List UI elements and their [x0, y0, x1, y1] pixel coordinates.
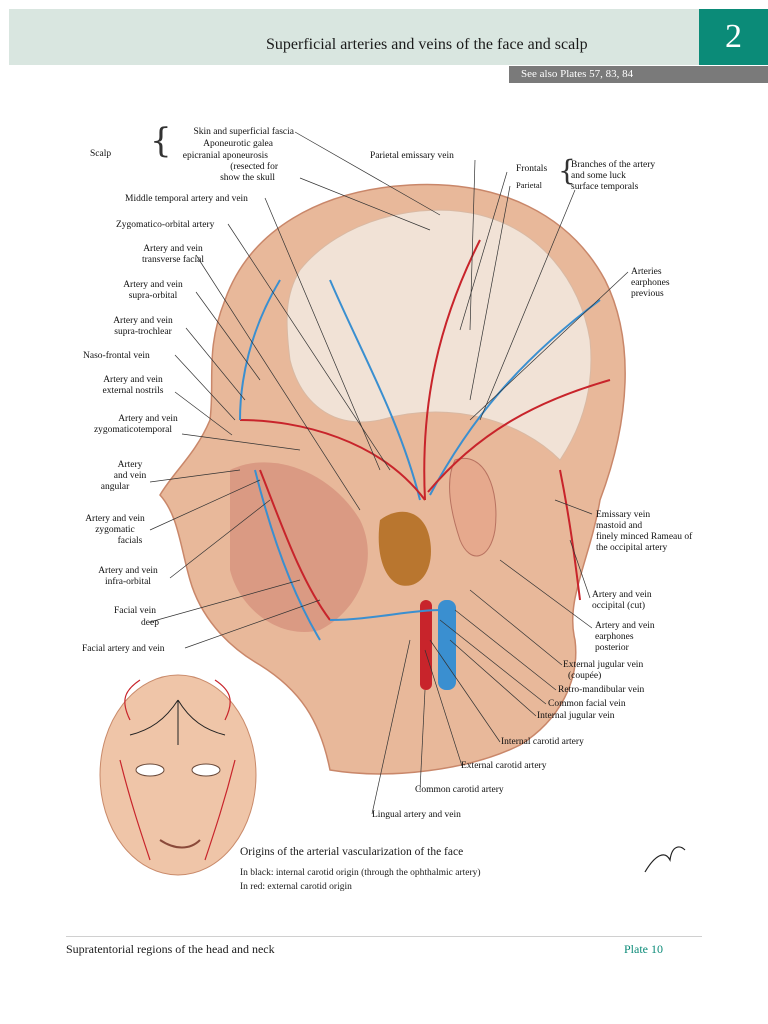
- label-deepfacial-1: Facial vein: [114, 606, 156, 616]
- label-transverse-1: Artery and vein: [143, 244, 203, 254]
- label-zygtemp-2: zygomaticotemporal: [93, 425, 173, 435]
- label-arteries-3: previous: [631, 289, 664, 299]
- parotid-gland: [378, 511, 431, 586]
- label-nostrils-1: Artery and vein: [103, 375, 163, 385]
- label-internal-carotid: Internal carotid artery: [501, 737, 584, 747]
- label-external-carotid: External carotid artery: [461, 761, 547, 771]
- caption-line-red: In red: external carotid origin: [240, 882, 352, 892]
- label-occipital-2: occipital (cut): [592, 601, 646, 611]
- label-angular-2: and vein: [113, 471, 147, 481]
- label-infraorb-2: infra-orbital: [105, 577, 151, 587]
- label-extjug-1: External jugular vein: [563, 660, 644, 670]
- label-parietal: Parietal: [516, 180, 542, 190]
- label-common-carotid: Common carotid artery: [415, 785, 504, 795]
- label-epicranial: epicranial aponeurosis: [182, 151, 268, 161]
- label-arteries-1: Arteries: [631, 267, 662, 277]
- label-galea: Aponeurotic galea: [203, 139, 273, 149]
- label-facial-artery-vein: Facial artery and vein: [82, 644, 165, 654]
- label-zygfac-1: Artery and vein: [85, 514, 145, 524]
- label-extjug-2: (coupée): [568, 671, 602, 681]
- label-occipital-1: Artery and vein: [592, 590, 652, 600]
- label-scalp: Scalp: [90, 149, 112, 159]
- footer-divider: [66, 936, 702, 937]
- label-emissary-3: finely minced Rameau of: [596, 532, 693, 542]
- caption-title: Origins of the arterial vascularization …: [240, 846, 464, 858]
- label-zygomatico-orbital: Zygomatico-orbital artery: [116, 220, 215, 230]
- label-zygfac-2: zygomatic: [95, 525, 135, 535]
- label-nostrils-2: external nostrils: [102, 386, 164, 396]
- label-supratrochlear-2: supra-trochlear: [114, 327, 172, 337]
- artist-signature: [644, 846, 686, 873]
- label-parietal-emissary: Parietal emissary vein: [370, 151, 454, 161]
- label-angular-1: Artery: [117, 460, 143, 470]
- label-branches-3: surface temporals: [571, 182, 639, 192]
- label-zygfac-3: facials: [117, 536, 143, 546]
- header-bar: [9, 9, 699, 65]
- label-middle-temporal: Middle temporal artery and vein: [125, 194, 248, 204]
- caption-line-black: In black: internal carotid origin (throu…: [240, 868, 481, 878]
- label-posterior-1: Artery and vein: [595, 621, 655, 631]
- internal-jugular: [438, 600, 456, 690]
- label-supraorbital-1: Artery and vein: [123, 280, 183, 290]
- label-posterior-3: posterior: [595, 643, 629, 653]
- label-arteries-2: earphones: [631, 278, 670, 288]
- label-branches-2: and some luck: [571, 171, 626, 181]
- plate-number-badge: 2: [699, 9, 768, 65]
- page-title: Superficial arteries and veins of the fa…: [266, 36, 588, 53]
- skull-area: [286, 209, 592, 461]
- footer-section-title: Supratentorial regions of the head and n…: [66, 942, 275, 956]
- label-supraorbital-2: supra-orbital: [128, 291, 178, 301]
- footer-plate-number: Plate 10: [624, 942, 663, 956]
- ear: [449, 457, 497, 557]
- label-common-facial: Common facial vein: [548, 699, 626, 709]
- branches-brace: {: [558, 154, 576, 187]
- label-transverse-2: transverse facial: [142, 255, 204, 265]
- see-also-link[interactable]: See also Plates 57, 83, 84: [509, 66, 768, 83]
- label-retromandibular: Retro-mandibular vein: [558, 685, 645, 695]
- label-skin: Skin and superficial fascia: [193, 127, 294, 137]
- label-show-skull: show the skull: [220, 173, 275, 183]
- scalp-brace: {: [150, 121, 172, 161]
- label-emissary-2: mastoid and: [596, 521, 643, 531]
- label-branches-1: Branches of the artery: [571, 160, 656, 170]
- label-resected: (resected for: [230, 162, 278, 172]
- label-angular-3: angular: [100, 482, 130, 492]
- label-deepfacial-2: deep: [141, 618, 159, 628]
- inset-face: [99, 674, 257, 876]
- label-infraorb-1: Artery and vein: [98, 566, 158, 576]
- label-emissary-1: Emissary vein: [596, 510, 651, 520]
- label-posterior-2: earphones: [595, 632, 634, 642]
- common-carotid: [420, 600, 432, 690]
- label-lingual: Lingual artery and vein: [372, 810, 461, 820]
- label-internal-jugular: Internal jugular vein: [537, 711, 615, 721]
- label-zygtemp-1: Artery and vein: [118, 414, 178, 424]
- label-emissary-4: the occipital artery: [596, 543, 668, 553]
- label-nasofrontal: Naso-frontal vein: [83, 351, 150, 361]
- label-supratrochlear-1: Artery and vein: [113, 316, 173, 326]
- label-frontals: Frontals: [516, 164, 548, 174]
